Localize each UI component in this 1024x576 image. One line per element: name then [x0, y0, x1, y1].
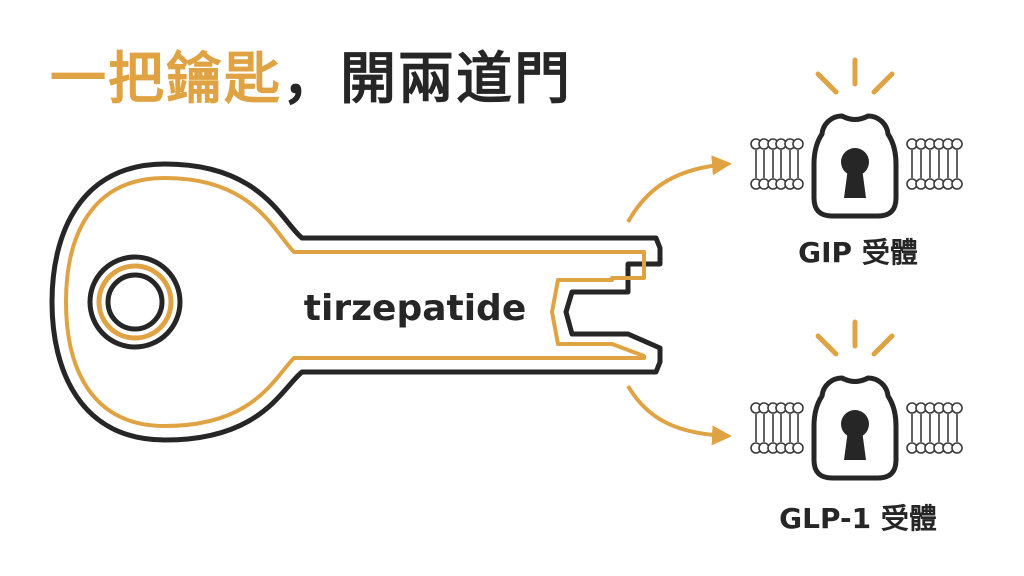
title-highlight: 一把鑰匙	[50, 47, 282, 112]
receptor-glp1: GLP-1 受體	[750, 322, 963, 535]
arrow-icon	[626, 384, 732, 446]
lock-receptor-icon	[814, 378, 896, 478]
lock-receptor-icon	[814, 116, 896, 216]
page-title: 一把鑰匙，開兩道門	[50, 52, 572, 108]
receptor-label-gip: GIP 受體	[798, 236, 918, 269]
arrow-icon	[626, 155, 732, 223]
key-icon	[49, 161, 663, 443]
glow-ray-icon	[818, 60, 892, 92]
receptor-label-glp1: GLP-1 受體	[779, 502, 937, 535]
title-rest: ，開兩道門	[282, 47, 572, 112]
receptor-gip: GIP 受體	[750, 60, 963, 269]
key-label: tirzepatide	[304, 288, 526, 329]
glow-ray-icon	[818, 322, 892, 354]
